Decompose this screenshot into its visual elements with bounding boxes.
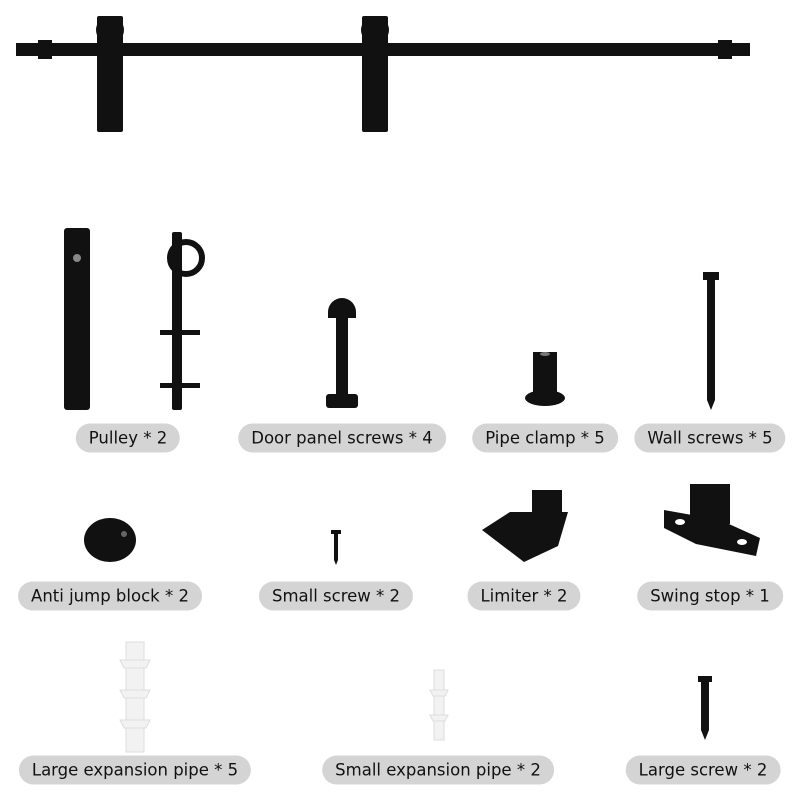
label-pipe-clamp: Pipe clamp * 5 bbox=[472, 423, 618, 453]
wall-screw-image bbox=[703, 272, 719, 410]
small-expansion-pipe-image bbox=[429, 669, 449, 741]
label-swing-stop: Swing stop * 1 bbox=[637, 581, 783, 611]
sliding-rail-assembly bbox=[16, 16, 750, 132]
label-limiter: Limiter * 2 bbox=[467, 581, 581, 611]
label-large-screw: Large screw * 2 bbox=[625, 755, 781, 785]
large-screw-image bbox=[698, 676, 712, 740]
pipe-clamp-image bbox=[525, 352, 565, 406]
door-panel-screw-image bbox=[326, 298, 358, 408]
large-expansion-pipe-image bbox=[119, 641, 151, 753]
pulley-image bbox=[64, 228, 205, 410]
label-anti-jump-block: Anti jump block * 2 bbox=[18, 581, 202, 611]
label-small-expansion-pipe: Small expansion pipe * 2 bbox=[322, 755, 554, 785]
label-wall-screws: Wall screws * 5 bbox=[634, 423, 786, 453]
label-pulley: Pulley * 2 bbox=[75, 423, 181, 453]
limiter-image bbox=[482, 490, 568, 562]
small-screw-image bbox=[331, 530, 341, 565]
anti-jump-block-image bbox=[84, 518, 136, 562]
swing-stop-image bbox=[664, 484, 760, 556]
label-small-screw: Small screw * 2 bbox=[258, 581, 414, 611]
label-large-expansion-pipe: Large expansion pipe * 5 bbox=[18, 755, 252, 785]
label-door-panel-screws: Door panel screws * 4 bbox=[238, 423, 446, 453]
